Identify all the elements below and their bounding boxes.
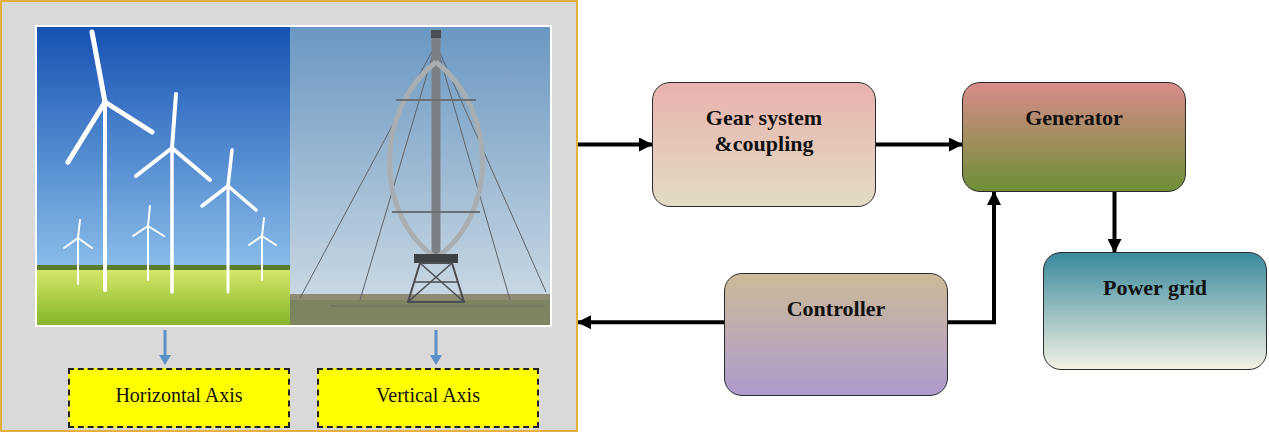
horizontal-turbine-photo-part-part: [262, 236, 276, 245]
horizontal-turbine-photo-part-part: [136, 148, 172, 176]
horizontal-turbine-photo-part-part: [261, 236, 263, 280]
horizontal-turbine-photo-part-part: [103, 102, 107, 290]
axis-type-box: Vertical Axis: [317, 368, 539, 428]
turbine-panel: Horizontal Axis Vertical Axis: [0, 0, 578, 432]
horizontal-turbine-photo-part-part: [228, 150, 232, 186]
flow-arrow: [1113, 192, 1117, 252]
text-group: Power grid: [1044, 275, 1266, 301]
vertical-turbine-photo-part: [436, 62, 483, 258]
process-box: Power grid: [1043, 252, 1267, 370]
horizontal-turbine-photo-part-part: [148, 206, 150, 226]
text-group: Controller: [725, 296, 947, 322]
horizontal-turbine-photo-part-part: [228, 186, 256, 210]
horizontal-turbine-photo-part-part: [148, 226, 164, 236]
vertical-turbine-photo-part: [290, 300, 550, 325]
flow-arrow: [578, 143, 652, 147]
horizontal-turbine-photo-part-part: [77, 238, 79, 284]
horizontal-turbine-photo-part-part: [78, 238, 92, 248]
vertical-turbine-photo: [290, 27, 550, 325]
vertical-turbine-photo-part: [414, 254, 458, 263]
horizontal-turbine-photo-part: [64, 32, 276, 292]
vertical-turbine-photo-part: [390, 62, 437, 258]
horizontal-turbine-photo-part: [37, 265, 290, 270]
process-box: Controller: [724, 273, 948, 396]
box-label: Generator: [963, 105, 1185, 131]
box-label: Horizontal Axis: [70, 384, 288, 407]
horizontal-turbine-photo-part-part: [172, 94, 176, 148]
horizontal-turbine-photo-part-part: [68, 102, 105, 162]
horizontal-turbine-photo-part-part: [202, 186, 228, 206]
down-arrows-part: [435, 330, 438, 356]
horizontal-turbine-photo-part-part: [249, 236, 262, 245]
horizontal-turbine-photo-part-part: [105, 102, 152, 132]
vertical-turbine-photo-part: [414, 281, 458, 283]
horizontal-turbine-photo-part-part: [78, 220, 80, 238]
down-arrows: [159, 330, 442, 365]
text-group: Vertical Axis: [319, 384, 537, 407]
vertical-turbine-photo-part: [408, 263, 464, 302]
horizontal-turbine-photo-part-part: [147, 226, 149, 280]
horizontal-turbine-photo-part: [37, 27, 290, 325]
process-box: Gear system &coupling: [652, 82, 876, 207]
flow-arrow: [876, 143, 962, 147]
axis-type-box: Horizontal Axis: [68, 368, 290, 428]
vertical-turbine-photo-part: [392, 211, 480, 213]
vertical-turbine-photo-part: [396, 99, 476, 101]
box-label: Controller: [725, 296, 947, 322]
horizontal-turbine-photo-part: [37, 268, 290, 325]
horizontal-turbine-photo-part-part: [262, 218, 264, 236]
horizontal-turbine-photo-part-part: [64, 238, 78, 248]
horizontal-turbine-photo: [37, 27, 290, 325]
down-arrows-part: [164, 330, 167, 356]
process-box: Generator: [962, 82, 1186, 192]
horizontal-turbine-photo-part-part: [92, 32, 105, 102]
vertical-turbine-photo-part: [290, 294, 550, 325]
horizontal-turbine-photo-part-part: [133, 226, 148, 236]
horizontal-turbine-photo-part-part: [172, 148, 210, 180]
horizontal-turbine-photo-part-part: [227, 186, 230, 292]
text-group: Generator: [963, 105, 1185, 131]
vertical-turbine-photo-part: [431, 30, 441, 38]
text-group: Horizontal Axis: [70, 384, 288, 407]
down-arrows-part: [430, 355, 442, 365]
flow-arrow: [578, 320, 724, 324]
box-label: Vertical Axis: [319, 384, 537, 407]
vertical-turbine-photo-part: [300, 44, 546, 300]
flow-arrow: [948, 192, 994, 322]
horizontal-turbine-photo-part-part: [170, 148, 174, 292]
vertical-turbine-photo-part: [290, 27, 550, 325]
photo-frame: [35, 25, 552, 327]
vertical-turbine-photo-part: [432, 34, 441, 262]
text-group: Gear system &coupling: [653, 105, 875, 157]
box-label: Power grid: [1044, 275, 1266, 301]
vertical-turbine-photo-part: [330, 306, 545, 307]
down-arrows-part: [159, 355, 171, 365]
box-label: Gear system &coupling: [689, 105, 839, 157]
